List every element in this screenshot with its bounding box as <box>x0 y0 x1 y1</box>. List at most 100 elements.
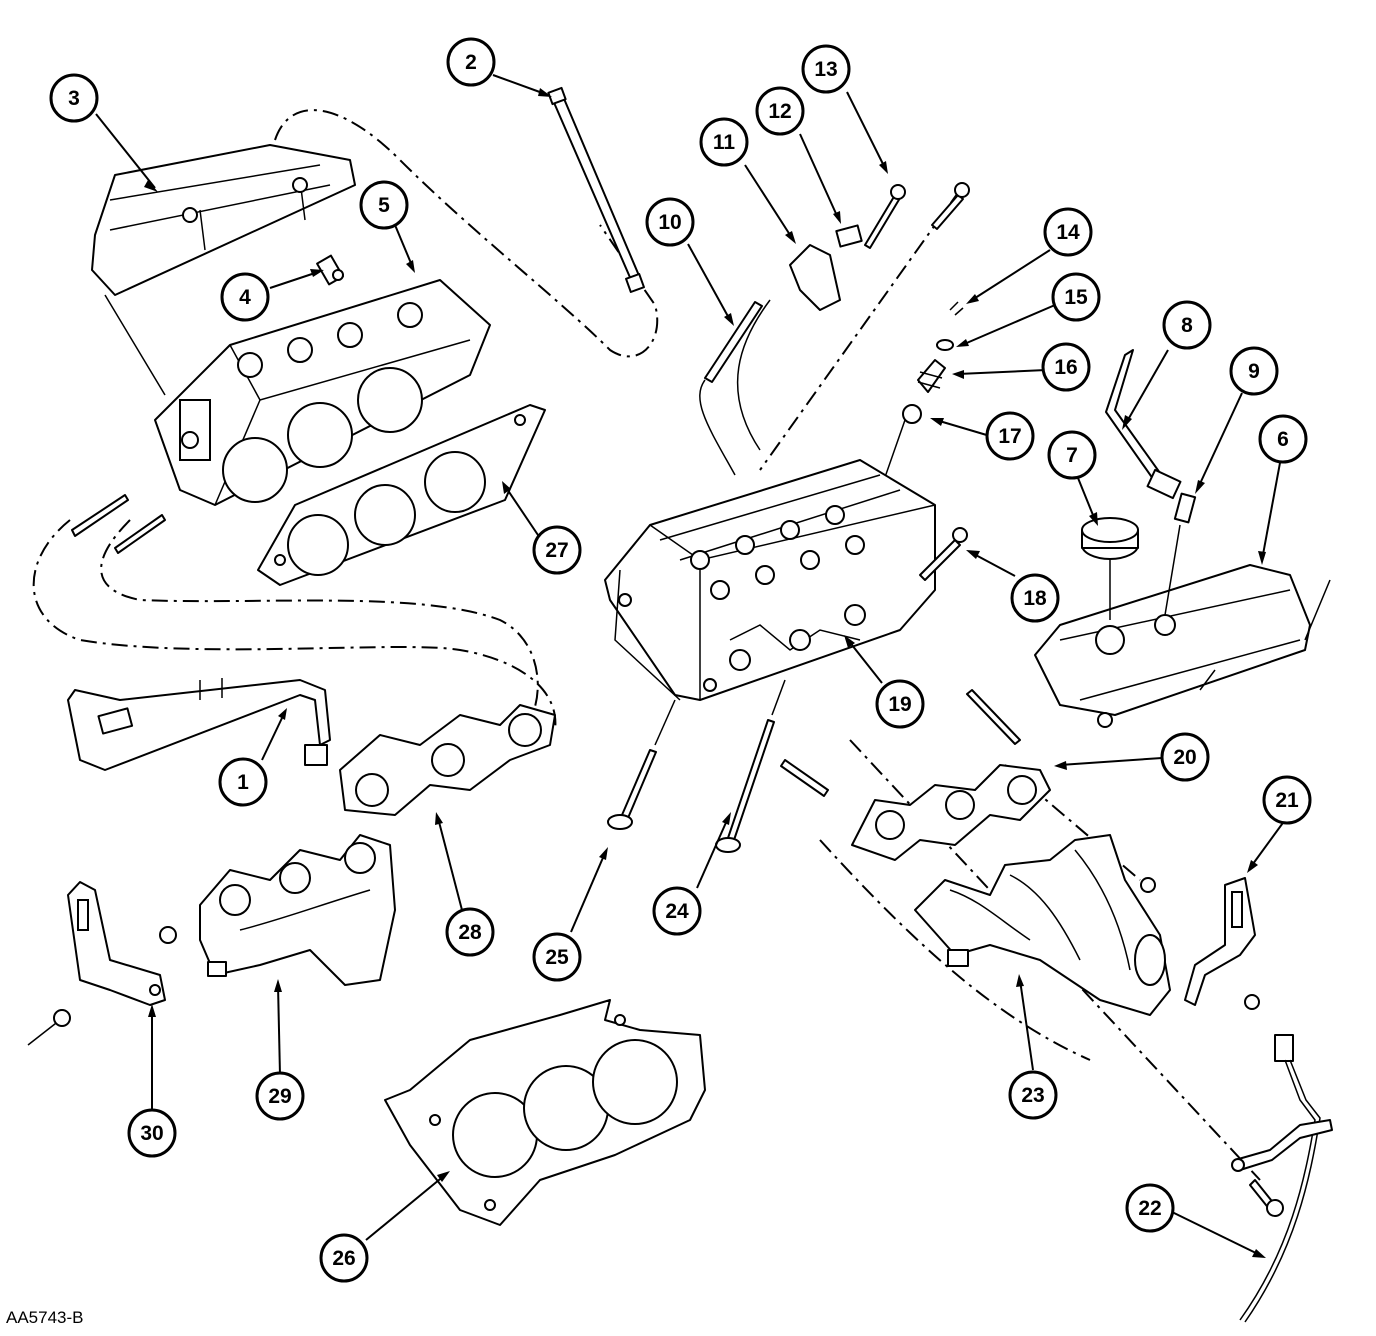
callout-16: 16 <box>1041 342 1091 392</box>
callout-5: 5 <box>359 180 409 230</box>
callout-number: 22 <box>1138 1197 1161 1220</box>
oxygen-sensor-wiring <box>67 678 331 771</box>
callout-circle <box>1160 732 1210 782</box>
callout-30: 30 <box>127 1108 177 1158</box>
callout-25: 25 <box>532 932 582 982</box>
cylinder-head-left <box>154 279 491 506</box>
callout-circle <box>1008 1070 1058 1120</box>
figure-id-label: AA5743-B <box>6 1308 84 1327</box>
callout-circle <box>218 757 268 807</box>
callout-20: 20 <box>1160 732 1210 782</box>
exhaust-manifold-right <box>914 834 1171 1016</box>
callout-18: 18 <box>1010 573 1060 623</box>
callout-28: 28 <box>445 907 495 957</box>
callout-8: 8 <box>1162 300 1212 350</box>
callout-9: 9 <box>1229 346 1279 396</box>
exhaust-gasket-right <box>851 764 1051 861</box>
callout-circle <box>319 1233 369 1283</box>
callout-13: 13 <box>801 44 851 94</box>
callout-number: 16 <box>1054 356 1077 379</box>
exhaust-gasket-left <box>339 704 556 816</box>
callout-circle <box>645 197 695 247</box>
exhaust-bracket-right <box>1140 877 1260 1010</box>
callout-circle <box>532 932 582 982</box>
callout-6: 6 <box>1258 414 1308 464</box>
callout-circle <box>359 180 409 230</box>
callout-circle <box>699 117 749 167</box>
callout-circle <box>1258 414 1308 464</box>
callout-number: 11 <box>713 131 736 154</box>
head-gasket-bottom <box>384 999 706 1226</box>
callout-circle <box>801 44 851 94</box>
rocker-fulcrum <box>835 224 863 248</box>
oil-level-dipstick-tube <box>547 86 645 293</box>
exhaust-studs-right <box>780 689 1021 797</box>
callout-circle <box>255 1071 305 1121</box>
callout-7: 7 <box>1047 430 1097 480</box>
head-bolt-upper <box>931 182 970 230</box>
head-bolt-25 <box>607 699 676 830</box>
callout-circle <box>532 525 582 575</box>
exhaust-bracket-left <box>27 881 177 1046</box>
callout-circle <box>1125 1183 1175 1233</box>
callout-26: 26 <box>319 1233 369 1283</box>
callout-12: 12 <box>755 86 805 136</box>
callout-circle <box>1162 300 1212 350</box>
callout-number: 7 <box>1066 444 1078 467</box>
callout-circle <box>1229 346 1279 396</box>
callout-number: 24 <box>665 900 689 923</box>
callout-17: 17 <box>985 411 1035 461</box>
callout-19: 19 <box>875 679 925 729</box>
callout-15: 15 <box>1051 272 1101 322</box>
callout-circle <box>985 411 1035 461</box>
push-rod <box>699 301 763 476</box>
temperature-sender <box>316 254 344 286</box>
callout-number: 29 <box>268 1085 291 1108</box>
callout-circle <box>220 272 270 322</box>
callout-10: 10 <box>645 197 695 247</box>
callout-21: 21 <box>1262 775 1312 825</box>
callout-circle <box>446 37 496 87</box>
callout-29: 29 <box>255 1071 305 1121</box>
callout-14: 14 <box>1043 207 1093 257</box>
rocker-arm <box>736 244 841 451</box>
callout-circle <box>1043 207 1093 257</box>
callout-number: 10 <box>658 211 681 234</box>
callout-circle <box>1051 272 1101 322</box>
valve-cover-right <box>1034 564 1331 728</box>
callout-number: 5 <box>378 194 390 217</box>
callout-circle <box>445 907 495 957</box>
callout-number: 6 <box>1277 428 1289 451</box>
callout-23: 23 <box>1008 1070 1058 1120</box>
callout-circle <box>127 1108 177 1158</box>
callout-number: 9 <box>1248 360 1260 383</box>
callout-number: 2 <box>465 51 477 74</box>
callout-circle <box>1041 342 1091 392</box>
callout-number: 25 <box>545 946 569 969</box>
callout-number: 27 <box>545 539 568 562</box>
callout-11: 11 <box>699 117 749 167</box>
valve-train-stack <box>869 301 964 521</box>
callout-circle <box>875 679 925 729</box>
oil-filler-cap <box>1081 517 1139 620</box>
rocker-bolt <box>864 184 906 249</box>
callout-number: 18 <box>1023 587 1047 610</box>
exhaust-manifold-left <box>199 834 396 986</box>
callout-3: 3 <box>49 73 99 123</box>
callout-number: 4 <box>239 286 251 309</box>
callout-number: 3 <box>68 87 80 110</box>
head-bolt-right <box>919 527 968 581</box>
callout-number: 26 <box>332 1247 355 1270</box>
pcv-hose <box>1105 349 1182 500</box>
callout-22: 22 <box>1125 1183 1175 1233</box>
callout-number: 14 <box>1056 221 1080 244</box>
callout-circle <box>49 73 99 123</box>
callout-1: 1 <box>218 757 268 807</box>
head-bolt-24 <box>715 679 786 853</box>
oil-level-dipstick <box>1231 1034 1333 1323</box>
exhaust-studs-left <box>71 494 166 554</box>
cylinder-head-center <box>604 459 936 701</box>
callout-number: 8 <box>1181 314 1193 337</box>
callout-circle <box>1010 573 1060 623</box>
